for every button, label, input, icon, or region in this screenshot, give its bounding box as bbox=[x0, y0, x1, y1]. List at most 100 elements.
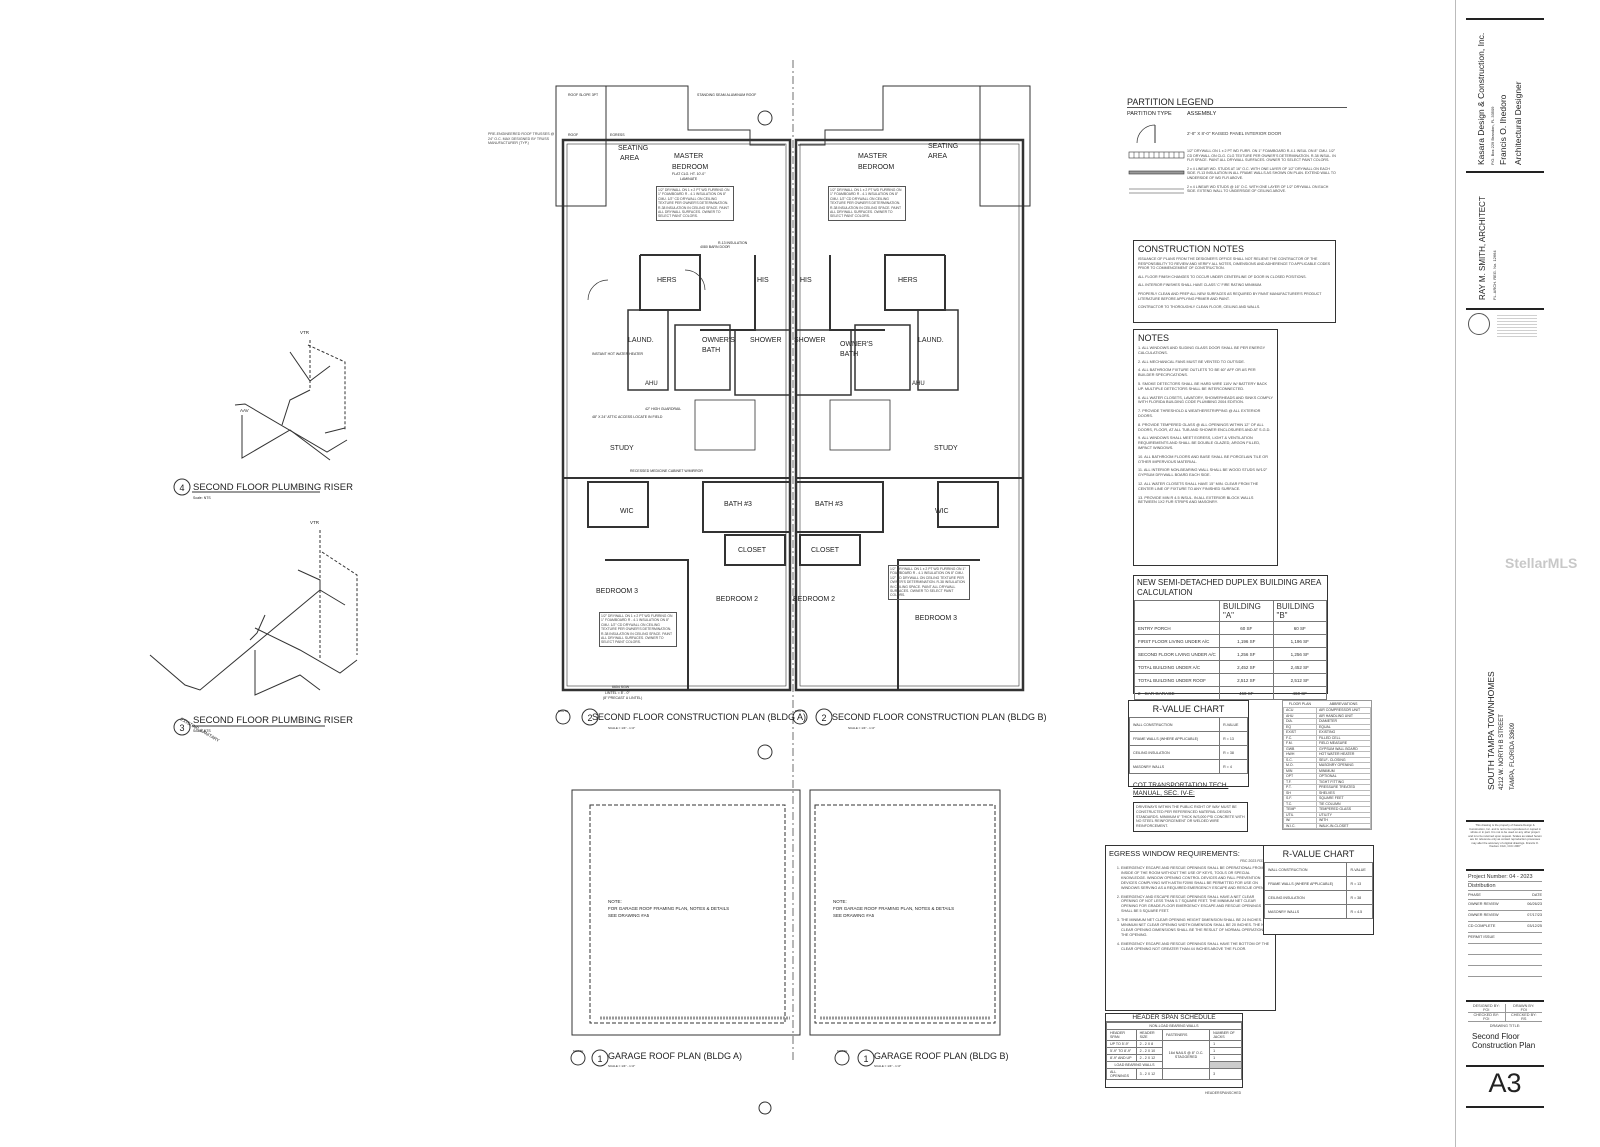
col-header: HEADER SIZE bbox=[1135, 1029, 1164, 1041]
plan-note: FLAT CLG. HT. 10'-0" bbox=[672, 172, 706, 176]
cell: 2 - 2 X 10 bbox=[1135, 1047, 1164, 1055]
note-item: 5. SMOKE DETECTORS SHALL BE HARD WIRE 11… bbox=[1138, 381, 1268, 391]
plan-title: SECOND FLOOR CONSTRUCTION PLAN (BLDG A) bbox=[592, 712, 806, 722]
plan-a-notes: FLAT CLG. HT. 10'-0" LAMINATE R-13 INSUL… bbox=[568, 93, 756, 700]
col-header: FASTENERS bbox=[1162, 1029, 1211, 1041]
note-item: 13. PROVIDE MIN R 4.5 INSUL. IN ALL EXTE… bbox=[1138, 495, 1254, 505]
date-col: DATE bbox=[1532, 893, 1542, 897]
garage-roof-plan-b bbox=[809, 789, 1001, 1036]
note-item: 4. ALL BATHROOM FIXTURE OUTLETS TO BE 60… bbox=[1138, 368, 1256, 378]
note-item: 8. PROVIDE TEMPERED GLASS @ ALL OPENINGS… bbox=[1138, 422, 1271, 432]
area-value-a: 1,196 SF bbox=[1219, 634, 1274, 648]
room-label: MASTER bbox=[674, 153, 703, 160]
room-label: AHU bbox=[912, 381, 925, 387]
drawing-title-line: Second Floor bbox=[1472, 1032, 1520, 1041]
drawing-title-label: DRAWING TITLE: bbox=[1489, 1024, 1521, 1028]
header-span-subtitle: NON-LOAD BEARING WALLS bbox=[1106, 1022, 1242, 1030]
abbr-col-header: FLOOR PLAN bbox=[1288, 702, 1312, 706]
plan-note: ROOF bbox=[568, 133, 578, 137]
room-label: HERS bbox=[898, 277, 918, 284]
area-label: FIRST FLOOR LIVING UNDER A/C bbox=[1134, 634, 1220, 648]
room-label: LAUND. bbox=[628, 337, 654, 344]
room-label: BATH #3 bbox=[815, 501, 843, 508]
room-label: WIC bbox=[935, 508, 949, 515]
plumbing-riser-4 bbox=[234, 340, 348, 461]
project-address: 4212 W. NORTH B STREET bbox=[1499, 714, 1505, 790]
plan-number: 2 bbox=[587, 713, 592, 723]
project-name: SOUTH TAMPA TOWNHOMES bbox=[1486, 671, 1496, 790]
plan-note: 6654 SGW bbox=[612, 685, 630, 689]
r-value-title: R-VALUE CHART bbox=[1282, 849, 1355, 859]
project-city: TAMPA, FLORIDA 33609 bbox=[1510, 722, 1516, 790]
plan-scale: SCALE = 1/4" - 1'-0" bbox=[608, 1064, 635, 1068]
company-address: P.O. Box 229 Brandon, FL 33509 bbox=[1490, 106, 1495, 166]
garage-note: SEE DRAWING #A5 bbox=[608, 913, 650, 918]
disclaimer: This drawing is the property of Kasara D… bbox=[1468, 823, 1542, 848]
legend-row: 2'-8" X 8'-0" RAISED PANEL INTERIOR DOOR bbox=[1187, 131, 1282, 136]
north-arrow-label: NORTH bbox=[558, 709, 569, 713]
riser-scale: Scale: NTS bbox=[193, 496, 211, 500]
room-label: BATH #3 bbox=[724, 501, 752, 508]
egress-code: FBC 2023 R310.1.1 bbox=[1240, 859, 1272, 863]
stud-wall-icon bbox=[1128, 170, 1185, 175]
legend-col-header: ASSEMBLY bbox=[1187, 111, 1217, 117]
cell: 1 bbox=[1209, 1040, 1242, 1048]
plan-number: 2 bbox=[821, 713, 826, 723]
room-label: BEDROOM 3 bbox=[596, 588, 638, 595]
construction-notes-title: CONSTRUCTION NOTES bbox=[1138, 244, 1245, 254]
drawn-by-label: DRAWN BY: bbox=[1513, 1004, 1535, 1008]
note-item: 9. ALL WINDOWS SHALL MEET EGRESS, LIGHT … bbox=[1138, 436, 1261, 450]
north-arrow-label: NORTH bbox=[795, 709, 806, 713]
legend-row: 2 x 4 LINEAR WD. STUDS AT 16" O.C. WITH … bbox=[1187, 166, 1336, 180]
riser-4-marker bbox=[173, 478, 191, 496]
note-item: 10. ALL BATHROOM FLOORS AND BASE SHALL B… bbox=[1138, 454, 1268, 464]
area-label: SECOND FLOOR LIVING UNDER A/C bbox=[1134, 647, 1220, 661]
r-value-row: FRAME WALLS (WHERE APPLICABLE)R = 13 bbox=[1128, 731, 1248, 746]
area-value-a: 2,452 SF bbox=[1219, 660, 1274, 674]
room-label: HIS bbox=[800, 277, 812, 284]
room-label: LAUND. bbox=[918, 337, 944, 344]
project-info: Project Number: 04 - 2023 Distribution P… bbox=[1468, 873, 1542, 977]
area-label: 2 - CAR GARAGE bbox=[1134, 686, 1220, 700]
cot-text: DRIVEWAYS WITHIN THE PUBLIC RIGHT OF WAY… bbox=[1133, 802, 1248, 832]
note-item: 12. ALL WATER CLOSETS SHALL HAVE 15" MIN… bbox=[1138, 481, 1259, 491]
legend-col-header: PARTITION TYPE bbox=[1127, 111, 1172, 117]
room-label: BEDROOM bbox=[858, 164, 894, 171]
garage-note-title: NOTE: bbox=[833, 899, 847, 904]
r-value-cell: FRAME WALLS (WHERE APPLICABLE) bbox=[1263, 876, 1348, 891]
area-value-b: 460 SF bbox=[1272, 686, 1327, 700]
egress-title: EGRESS WINDOW REQUIREMENTS: bbox=[1109, 849, 1240, 858]
distribution-label: Distribution bbox=[1468, 882, 1542, 891]
phase-name: PERMIT ISSUE bbox=[1468, 935, 1495, 939]
riser-number: 4 bbox=[179, 483, 184, 493]
designer-name: Francis O. Ihedoro bbox=[1498, 94, 1508, 165]
phase-name: CD COMPLETE bbox=[1468, 924, 1496, 928]
egress-window-requirements: EGRESS WINDOW REQUIREMENTS: FBC 2023 R31… bbox=[1105, 845, 1276, 1011]
area-label: TOTAL BUILDING UNDER ROOF bbox=[1134, 673, 1220, 687]
cell: 5'-9" TO 8'-9" bbox=[1106, 1047, 1137, 1055]
plan-note: RECESSED MEDICINE CABINET W/MIRROR bbox=[630, 469, 703, 473]
cell: 3 bbox=[1209, 1068, 1242, 1080]
room-label: SEATING bbox=[618, 145, 648, 152]
drawing-title-line: Construction Plan bbox=[1472, 1041, 1536, 1050]
checked-by-label: CHECKED BY: bbox=[1473, 1013, 1500, 1017]
plan-title: GARAGE ROOF PLAN (BLDG A) bbox=[608, 1051, 742, 1061]
checked-by: RS bbox=[1521, 1017, 1527, 1021]
plan-b-rooms: SEATING AREA MASTER BEDROOM HERS HIS LAU… bbox=[793, 143, 958, 622]
r-value-cell: MASONRY WALLS bbox=[1128, 759, 1221, 774]
egress-item: EMERGENCY ESCAPE AND RESCUE OPENINGS SHA… bbox=[1121, 866, 1272, 891]
architect-seal-icon bbox=[1468, 313, 1490, 335]
plan-scale: SCALE = 1/4" - 1'-0" bbox=[848, 726, 875, 730]
plan-note: STANDING SEAM ALUMINUM ROOF bbox=[697, 93, 756, 97]
r-value-cell: FRAME WALLS (WHERE APPLICABLE) bbox=[1128, 731, 1221, 746]
area-value-a: 1,256 SF bbox=[1219, 647, 1274, 661]
plan-a-rooms: SEATING AREA MASTER BEDROOM HERS HIS LAU… bbox=[596, 145, 782, 603]
area-calculation-table: NEW SEMI-DETACHED DUPLEX BUILDING AREA C… bbox=[1133, 575, 1328, 700]
company-name: Kasara Design & Construction, Inc. bbox=[1476, 32, 1486, 165]
